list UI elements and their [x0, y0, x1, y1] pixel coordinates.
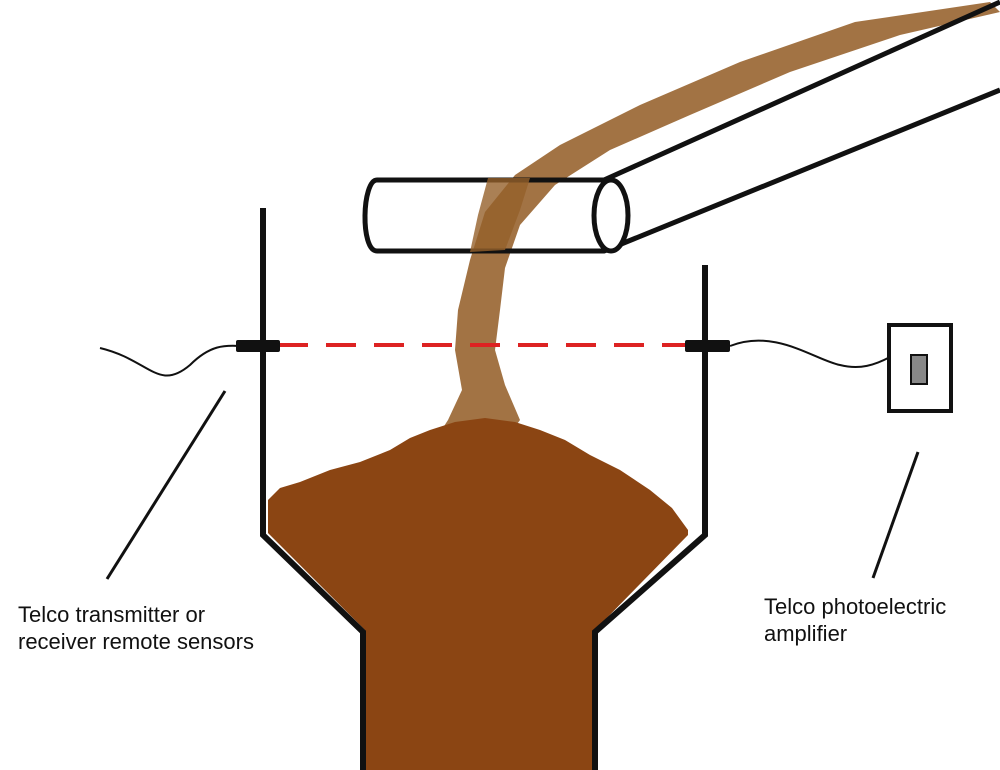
left-sensor-group	[99, 340, 280, 377]
amplifier-box	[887, 323, 953, 413]
material-stream	[430, 2, 1000, 448]
right-sensor-group	[685, 339, 891, 368]
sensor-leader-line	[105, 390, 227, 580]
material-pile	[268, 418, 688, 770]
chute	[362, 0, 1000, 254]
sensor-label: Telco transmitter or receiver remote sen…	[18, 601, 254, 655]
left-sensor	[236, 340, 280, 352]
right-sensor	[685, 340, 730, 352]
amplifier-leader-line	[871, 451, 920, 579]
amplifier-indicator	[910, 354, 928, 385]
chute-left-end	[362, 177, 378, 254]
stream-at-opening	[470, 178, 530, 252]
amplifier-label: Telco photoelectric amplifier	[764, 593, 946, 647]
hopper	[260, 208, 708, 770]
amplifier-label-line-2: amplifier	[764, 621, 848, 646]
chute-body	[377, 0, 1000, 254]
sensor-label-line-2: receiver remote sensors	[18, 629, 254, 654]
sensor-label-line-1: Telco transmitter or	[18, 602, 206, 627]
left-sensor-cable	[99, 344, 241, 377]
amplifier-label-line-1: Telco photoelectric	[764, 594, 947, 619]
hopper-right-wall	[592, 265, 708, 770]
chute-opening	[591, 177, 631, 254]
right-sensor-cable	[729, 339, 891, 368]
hopper-left-wall	[260, 208, 366, 770]
